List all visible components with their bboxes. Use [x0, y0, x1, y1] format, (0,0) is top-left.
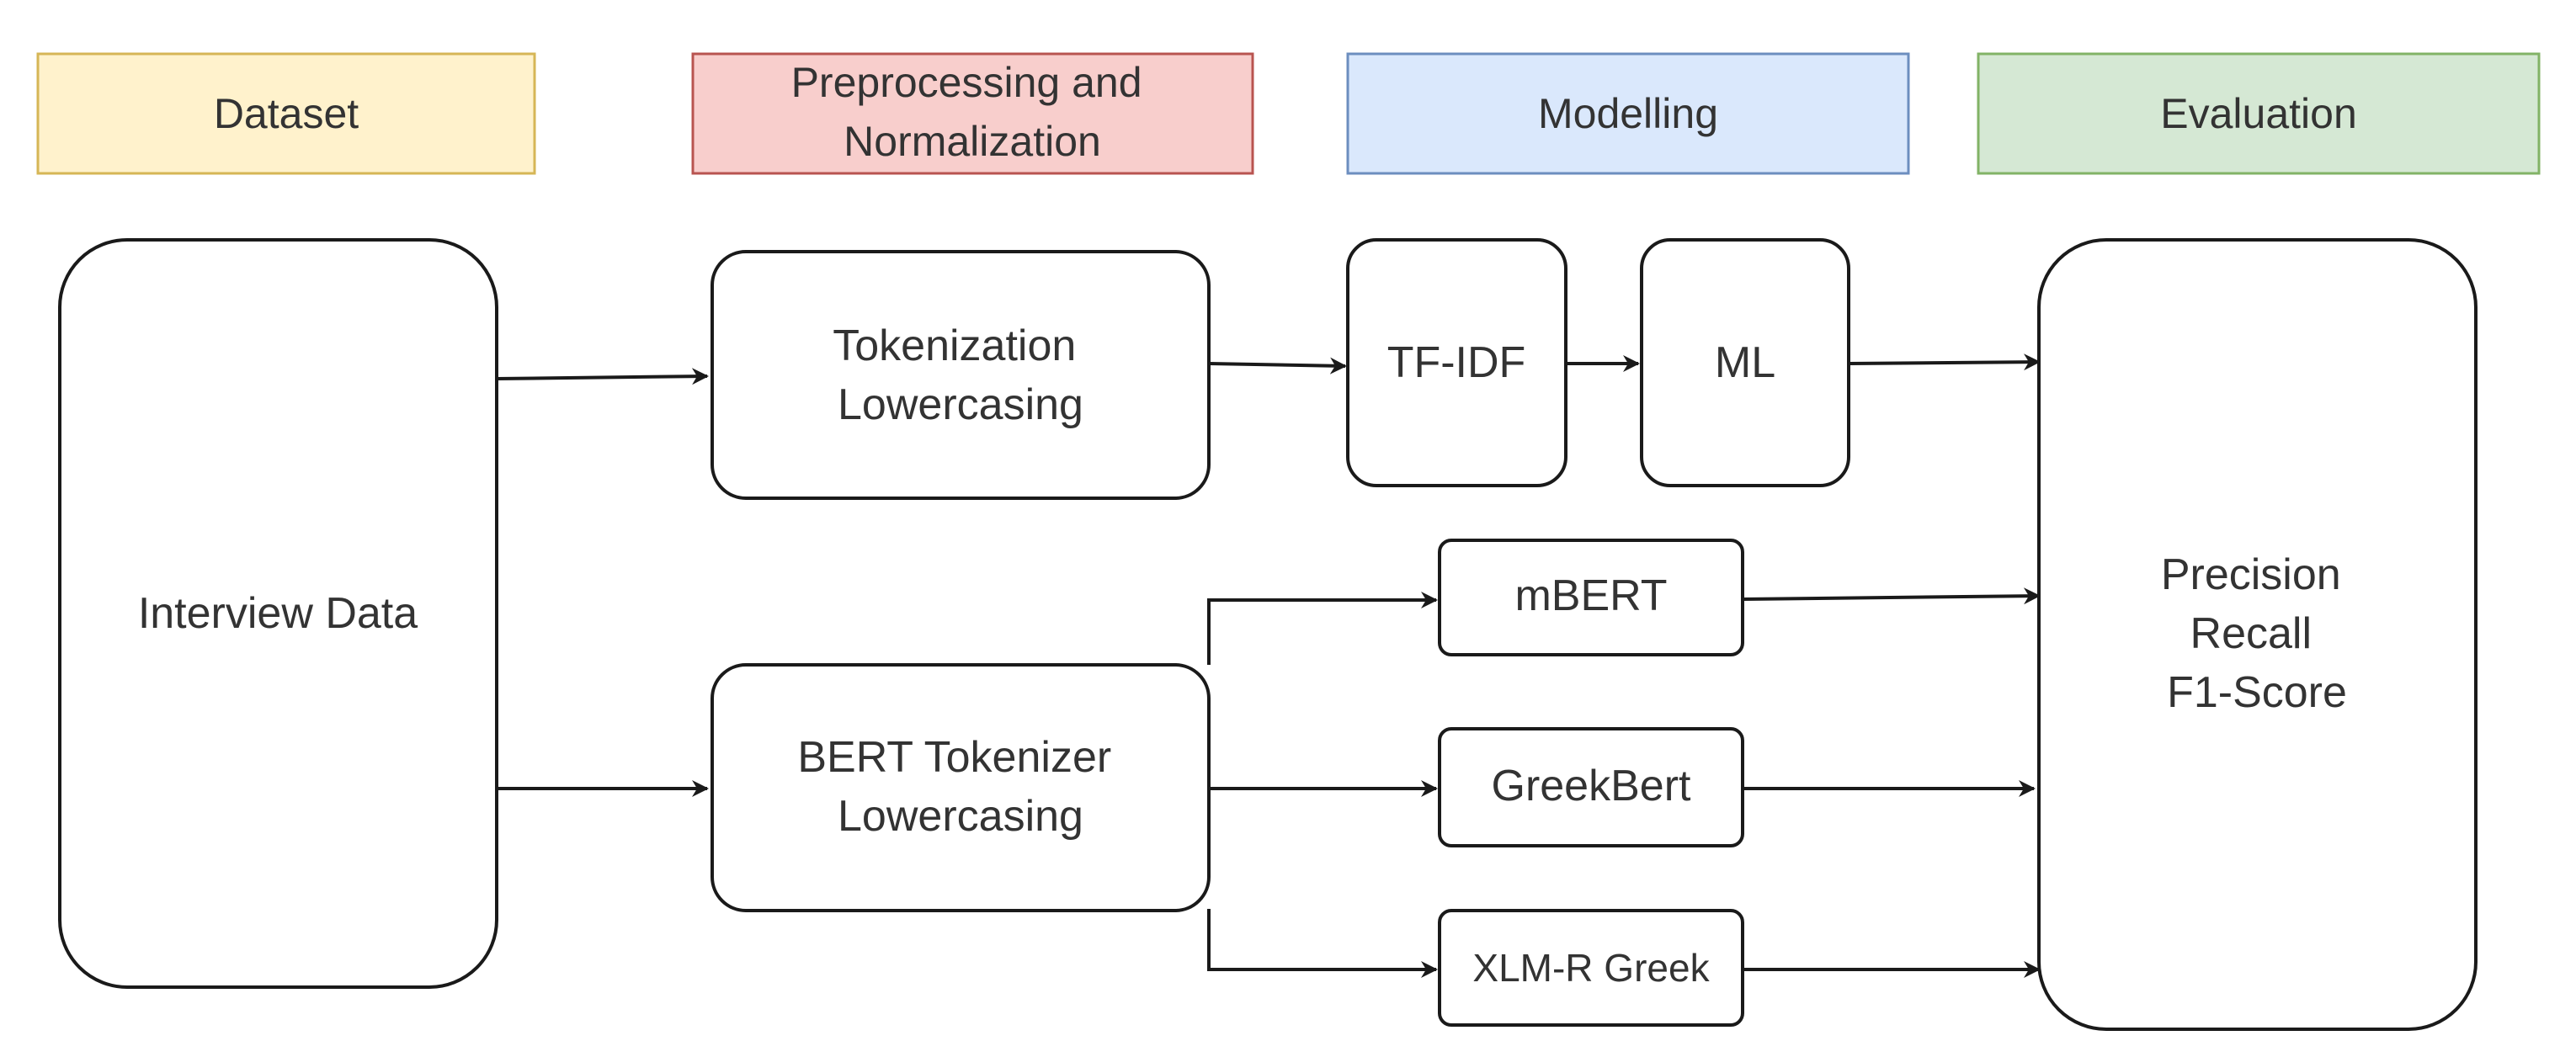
mbert-label: mBERT: [1514, 571, 1667, 620]
node-xlmr-greek: XLM-R Greek: [1438, 909, 1744, 1027]
node-interview-data: Interview Data: [58, 238, 498, 989]
tfidf-label: TF-IDF: [1387, 338, 1526, 387]
edge-mbert-to-metrics: [1742, 587, 2041, 605]
stage-label-preprocessing: Preprocessing and Normalization: [791, 59, 1154, 165]
stage-header-dataset: Dataset: [36, 52, 536, 175]
greekbert-label: GreekBert: [1492, 762, 1692, 810]
node-greekbert: GreekBert: [1438, 727, 1744, 847]
stage-header-modelling: Modelling: [1346, 52, 1910, 175]
node-bert-tokenizer: BERT Tokenizer Lowercasing: [711, 663, 1211, 912]
node-tfidf: TF-IDF: [1346, 238, 1567, 487]
stage-header-preprocessing: Preprocessing and Normalization: [691, 52, 1254, 175]
ml-label: ML: [1715, 338, 1775, 387]
bert-tokenizer-label: BERT Tokenizer Lowercasing: [797, 733, 1123, 841]
stage-label-dataset: Dataset: [214, 90, 359, 137]
interview-data-label: Interview Data: [138, 589, 418, 638]
stage-label-evaluation: Evaluation: [2160, 90, 2357, 137]
xlmr-greek-label: XLM-R Greek: [1472, 946, 1710, 990]
tokenization-label: Tokenization Lowercasing: [833, 321, 1088, 429]
edge-tokenization-to-tfidf: [1208, 357, 1347, 374]
edge-ml-to-metrics: [1848, 353, 2041, 371]
node-ml: ML: [1640, 238, 1850, 487]
stage-header-evaluation: Evaluation: [1977, 52, 2541, 175]
metrics-label: Precision Recall F1-Score: [2161, 550, 2353, 717]
edge-bert-to-xlmr: [1207, 909, 1438, 978]
node-tokenization: Tokenization Lowercasing: [711, 250, 1211, 500]
edge-interview-to-tokenization: [496, 368, 709, 385]
edge-bert-to-mbert: [1207, 592, 1438, 665]
stage-label-modelling: Modelling: [1538, 90, 1718, 137]
node-mbert: mBERT: [1438, 539, 1744, 656]
node-metrics: Precision Recall F1-Score: [2037, 238, 2478, 1031]
